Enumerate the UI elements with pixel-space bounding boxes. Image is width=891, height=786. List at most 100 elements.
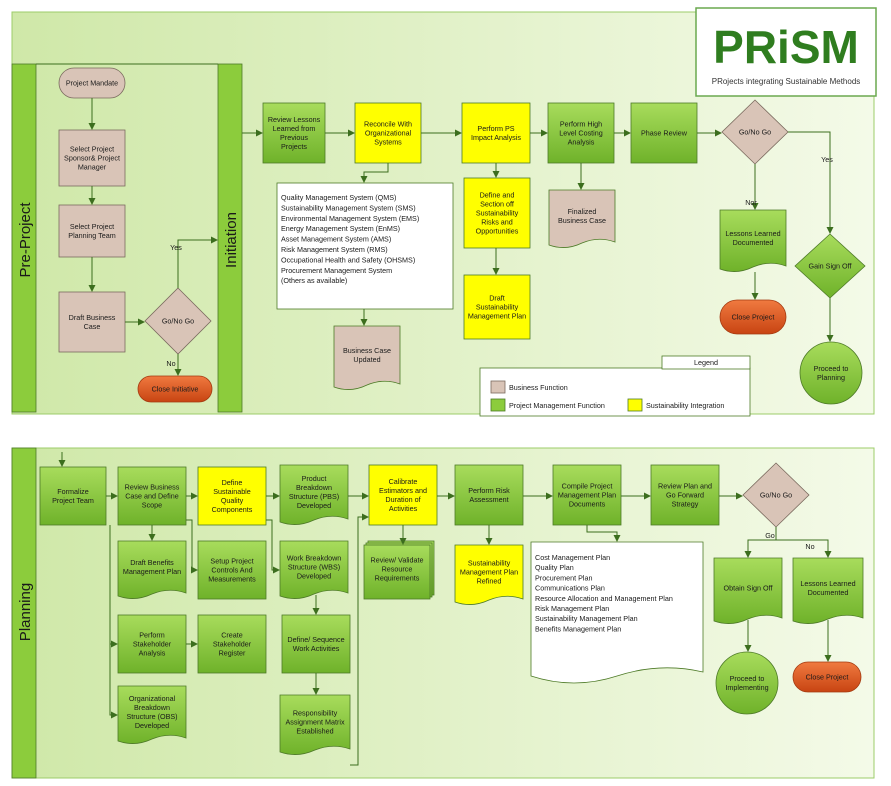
proceed-to-planning-shape [799,341,863,405]
system-item: (Others as available) [281,276,347,285]
draft-benefits-shape [117,540,187,599]
legend-sus: Sustainability Integration [646,401,724,410]
define-sus-quality-shape [197,466,267,526]
proceed-to-implementing-shape [715,651,779,715]
compile-pm-plan-shape [552,464,622,526]
plan-lessons-documented-shape [792,557,864,624]
sus-plan-refined-shape [454,544,524,605]
plan-close-project-shape [792,661,862,693]
setup-controls-shape [197,540,267,600]
connector [177,236,218,288]
reconcile-systems-shape [354,102,422,164]
validate-resources-shape [363,544,431,600]
close-initiative: Close Initiative [137,375,213,403]
connector [788,131,834,234]
plan-close-project: Close Project [792,661,862,693]
high-level-costing-shape [547,102,615,164]
phase-review: Phase Review [630,102,698,164]
phase-review-label: Phase Review [641,129,688,138]
pre-gonogo-label: Go/No Go [162,317,194,326]
wbs-developed-shape [279,540,349,599]
system-item: Asset Management System (AMS) [281,235,391,244]
system-item: Quality Management System (QMS) [281,193,396,202]
init-yes-label: Yes [821,155,833,164]
plan-document-item: Cost Management Plan [535,553,610,562]
lane-bar-planning [11,447,37,779]
logo-box [695,7,877,97]
lane-bar-initiation [217,63,243,413]
init-close-project-label: Close Project [732,313,775,322]
close-initiative-label: Close Initiative [152,385,199,394]
system-item: Sustainability Management System (SMS) [281,203,416,212]
connector [266,519,280,574]
lane-bar-preproject [11,63,37,413]
draft-business-case-shape [58,291,126,353]
lane-label-planning: Planning [17,583,34,641]
legend-swatch-sus [627,398,643,412]
init-gonogo-label: Go/No Go [739,128,771,137]
draft-sus-plan-shape [463,274,531,340]
sequence-activities-shape [281,614,351,674]
obtain-sign-off-shape [713,557,783,624]
stakeholder-analysis-shape [117,614,187,674]
plan-document-item: Procurement Plan [535,573,593,582]
connector [586,525,621,542]
select-sponsor-shape [58,129,126,187]
select-planning-team-shape [58,204,126,258]
init-nor-label: Nor [745,198,757,207]
legend-title: Legend [694,358,718,367]
ram-established-shape [279,694,351,755]
close-initiative-shape [137,375,213,403]
plan-document-item: Communications Plan [535,584,605,593]
systems-list: Quality Management System (QMS)Sustainab… [276,182,454,310]
project-mandate: Project Mandate [58,67,126,99]
lane-label-preproject: Pre-Project [17,202,34,278]
legend-swatch-business [490,380,506,394]
business-case-updated-shape [333,325,401,390]
plan-document-item: Risk Management Plan [535,604,609,613]
connector [109,525,118,719]
stakeholder-register-shape [197,614,267,674]
plan-go-label: Go [765,531,775,540]
obtain-sign-off: Obtain Sign Off [713,557,783,624]
